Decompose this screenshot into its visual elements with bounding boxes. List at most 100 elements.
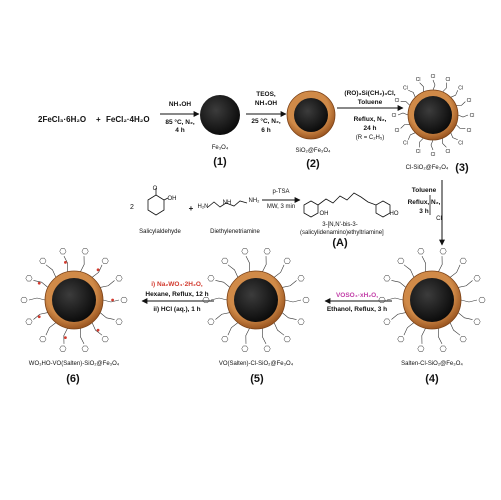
chlorine-label: Cl <box>446 149 451 155</box>
surface-chain <box>215 312 230 320</box>
ligand-ring <box>81 248 89 255</box>
step3-reagent: (RO)₃Si(CH₂)₃Cl, <box>344 90 396 97</box>
chlorine-label: Cl <box>403 85 408 91</box>
ligand-ring <box>25 318 33 325</box>
step7-conditions: Hexane, Reflux, 12 h <box>145 291 209 298</box>
surface-chain <box>397 112 409 116</box>
compound-6-name: WO₃HO-VO(Salten)-SiO₂@Fe₃O₄ <box>28 361 120 367</box>
step1-time: 4 h <box>175 127 185 134</box>
plus-sign-2: + <box>188 204 194 213</box>
salicylaldehyde-structure <box>147 188 169 216</box>
ligand-ring <box>397 336 405 343</box>
tungstate-site <box>37 315 41 319</box>
step4-conditions: MW, 3 min <box>266 204 296 210</box>
surface-chain <box>282 280 297 288</box>
surface-chain <box>386 297 404 301</box>
ligand-ring <box>439 248 447 255</box>
ligand-ring <box>39 257 47 264</box>
magnetite-core <box>52 278 96 322</box>
surface-chain <box>79 328 85 345</box>
reagent-fecl2: FeCl₂·4H₂O <box>106 115 150 124</box>
surface-chain <box>419 137 424 148</box>
compound-3-number: (3) <box>455 162 469 174</box>
surface-chain <box>273 322 285 336</box>
salicylaldehyde-o: O <box>152 186 158 192</box>
compound-2-core <box>294 98 328 132</box>
ligand-ring <box>241 248 249 255</box>
dien-h2n: H₂N <box>197 204 209 210</box>
ligand-ring <box>59 345 67 352</box>
surface-chain <box>245 255 251 272</box>
ligand-ring <box>101 257 109 264</box>
surface-chain <box>407 132 416 140</box>
surface-chain <box>457 312 473 320</box>
surface-chain <box>245 328 250 344</box>
salicylaldehyde-oh: OH <box>167 196 177 202</box>
step2-time: 6 h <box>261 127 271 134</box>
ligand-ring <box>25 275 33 282</box>
ligand-ring <box>283 336 291 343</box>
surface-chain <box>391 280 407 288</box>
ligand-ring <box>459 257 467 264</box>
ligand-ring <box>378 296 386 304</box>
compound-5-particle <box>202 248 310 352</box>
ligand-a-name-1: 3-[N,N'-bis-3- <box>322 222 358 228</box>
ligand-a-ho: HO <box>389 211 399 217</box>
ligand-a-number: (A) <box>332 237 348 249</box>
step7-reagent: i) Na₂WO₄·2H₂O, <box>151 281 203 288</box>
surface-chain <box>442 138 447 148</box>
compound-4-particle <box>378 248 486 352</box>
ligand-ring <box>241 345 249 352</box>
chlorine-label: Cl <box>467 98 472 104</box>
step2-conditions: 25 °C, N₂, <box>251 118 281 125</box>
surface-chain <box>91 264 103 278</box>
surface-chain <box>403 264 415 278</box>
ligand-ring <box>473 275 481 282</box>
ligand-ring <box>115 318 123 325</box>
step2-reagent-2: NH₄OH <box>254 100 278 107</box>
chlorine-label: Cl <box>431 152 436 158</box>
compound-1-number: (1) <box>213 156 227 168</box>
chlorine-label: Cl <box>395 98 400 104</box>
step3-solvent: Toluene <box>357 99 383 106</box>
magnetite-core <box>414 96 452 134</box>
ligand-ring <box>283 257 291 264</box>
surface-chain <box>227 322 239 336</box>
ligand-ring <box>439 345 447 352</box>
surface-chain <box>419 82 424 92</box>
surface-chain <box>457 114 469 118</box>
surface-chain <box>33 280 49 288</box>
step6-conditions: Ethanol, Reflux, 3 h <box>326 306 388 313</box>
compound-3-name: Cl-SiO₂@Fe₃O₄ <box>405 165 449 171</box>
surface-chain <box>408 89 416 98</box>
ligand-ring <box>39 336 47 343</box>
surface-chain <box>63 255 69 272</box>
ligand-ring <box>263 345 271 352</box>
surface-chain <box>273 264 285 278</box>
surface-chain <box>421 328 426 344</box>
compound-1-particle <box>200 95 240 135</box>
ligand-ring <box>263 248 271 255</box>
ligand-ring <box>202 296 210 304</box>
surface-chain <box>458 280 473 288</box>
surface-chain <box>456 101 466 106</box>
step5-reagent: Toluene <box>411 187 437 194</box>
surface-chain <box>80 256 85 272</box>
ligand-ring <box>397 257 405 264</box>
ligand-ring <box>59 248 67 255</box>
compound-5-name: VO(Salten)-Cl-SiO₂@Fe₃O₄ <box>218 361 294 367</box>
ligand-ring <box>383 275 391 282</box>
tungstate-site <box>37 281 41 285</box>
tungstate-site <box>111 298 114 302</box>
diethylenetriamine-structure <box>207 200 248 208</box>
ligand-ring <box>473 318 481 325</box>
ligand-ring <box>81 345 89 352</box>
surface-chain <box>262 256 267 272</box>
surface-chain <box>45 264 57 278</box>
ligand-ring <box>478 296 486 304</box>
surface-chain <box>438 256 443 272</box>
surface-chain <box>432 79 436 91</box>
chlorine-label: Cl <box>392 113 397 119</box>
ligand-ring <box>207 275 215 282</box>
